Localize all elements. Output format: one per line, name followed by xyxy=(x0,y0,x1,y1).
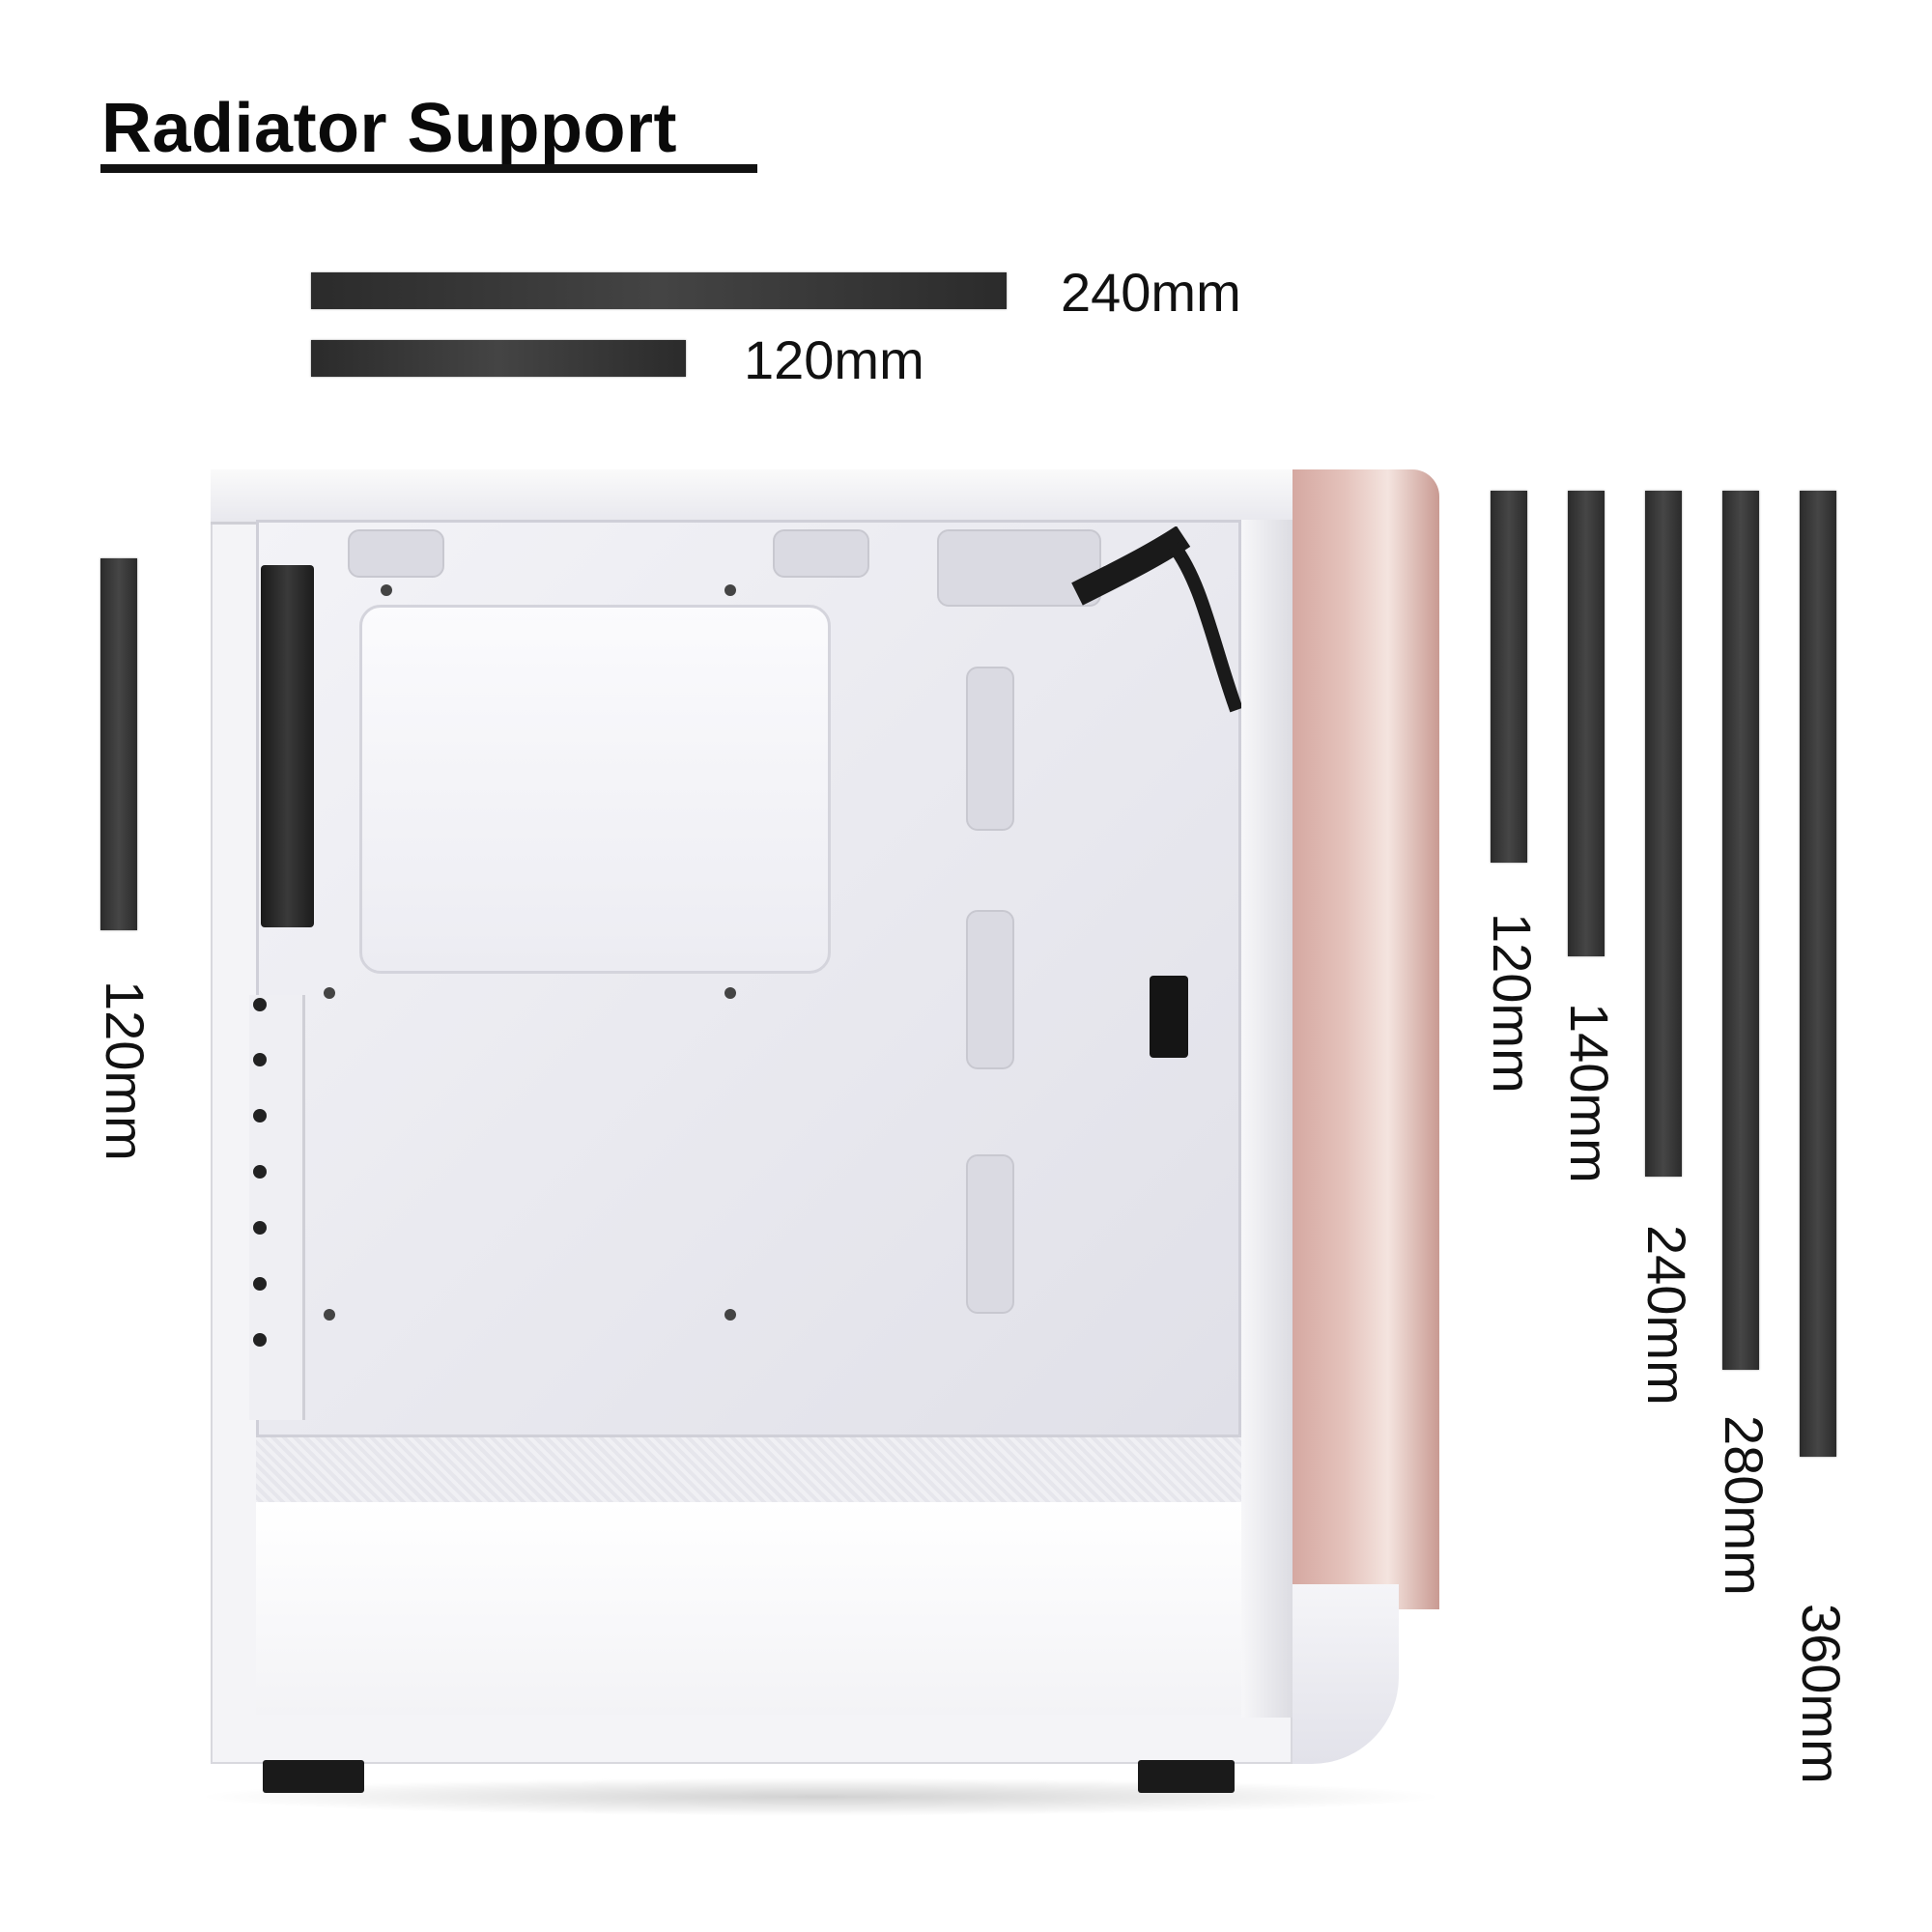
front-radiator-label-140: 140mm xyxy=(1559,1003,1620,1183)
front-radiator-bar-280 xyxy=(1722,491,1759,1370)
psu-shroud xyxy=(256,1435,1241,1505)
standoff xyxy=(724,584,736,596)
cable-grommet-1 xyxy=(966,667,1014,831)
case-bottom-panel xyxy=(256,1502,1241,1715)
front-radiator-label-240: 240mm xyxy=(1636,1225,1697,1406)
top-vent-cutout-1 xyxy=(348,529,444,578)
rear-fan xyxy=(261,565,314,927)
top-radiator-bar-120 xyxy=(311,340,686,377)
cable-grommet-2 xyxy=(966,910,1014,1069)
page-title: Radiator Support xyxy=(101,90,677,167)
pcie-screw xyxy=(253,998,267,1011)
top-radiator-label-120: 120mm xyxy=(744,329,924,390)
front-radiator-bar-120 xyxy=(1491,491,1527,863)
case-shadow xyxy=(193,1777,1449,1816)
top-radiator-bar-240 xyxy=(311,272,1007,309)
pcie-screw xyxy=(253,1053,267,1066)
case-foot-right xyxy=(1138,1760,1235,1793)
cable-grommet-3 xyxy=(966,1154,1014,1314)
rose-gold-front-panel xyxy=(1293,469,1439,1609)
standoff xyxy=(724,987,736,999)
front-radiator-label-280: 280mm xyxy=(1714,1415,1775,1596)
pcie-screw xyxy=(253,1277,267,1291)
standoff xyxy=(324,1309,335,1321)
front-radiator-bar-140 xyxy=(1568,491,1605,956)
pcie-screw xyxy=(253,1333,267,1347)
pcie-screw xyxy=(253,1109,267,1122)
front-panel-bottom-corner xyxy=(1293,1584,1399,1764)
top-vent-cutout-3 xyxy=(937,529,1101,607)
title-underline xyxy=(100,164,757,173)
cable-bundle xyxy=(1071,526,1241,713)
pcie-screw xyxy=(253,1165,267,1179)
case-foot-left xyxy=(263,1760,364,1793)
pcie-screw xyxy=(253,1221,267,1235)
top-vent-cutout-2 xyxy=(773,529,869,578)
standoff xyxy=(381,584,392,596)
front-radiator-bar-360 xyxy=(1800,491,1836,1457)
front-radiator-bar-240 xyxy=(1645,491,1682,1177)
rear-radiator-label-120: 120mm xyxy=(95,980,156,1161)
standoff xyxy=(324,987,335,999)
motherboard-tray-cutout xyxy=(359,605,831,974)
drive-bay-slot xyxy=(1150,976,1188,1058)
rear-radiator-bar-120 xyxy=(100,558,137,930)
case-top-rail xyxy=(211,469,1293,525)
top-radiator-label-240: 240mm xyxy=(1061,262,1241,323)
standoff xyxy=(724,1309,736,1321)
case-front-rail xyxy=(1241,520,1293,1718)
front-radiator-label-360: 360mm xyxy=(1791,1604,1852,1784)
front-radiator-label-120: 120mm xyxy=(1482,913,1543,1094)
